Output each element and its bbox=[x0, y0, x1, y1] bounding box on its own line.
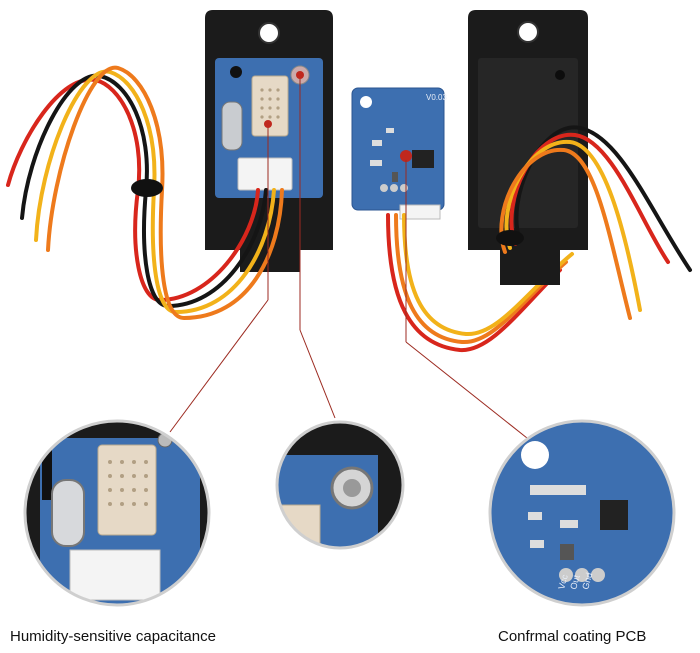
callout-markers bbox=[264, 71, 410, 160]
caption-humidity-capacitance: Humidity-sensitive capacitance bbox=[10, 628, 216, 645]
left-sensor-housing bbox=[205, 10, 333, 272]
caption-coating-pcb: Confrmal coating PCB bbox=[498, 628, 647, 645]
mounting-hole bbox=[517, 21, 539, 43]
leader-lines bbox=[169, 75, 528, 439]
crystal bbox=[221, 101, 243, 151]
pcb-version-label: V0.03 bbox=[426, 93, 447, 102]
pin-label-vcc: Vcc bbox=[556, 573, 570, 591]
right-wire-harness bbox=[496, 125, 692, 320]
zoom-screw-mount bbox=[275, 420, 405, 550]
right-empty-housing bbox=[468, 10, 588, 285]
mounting-hole bbox=[258, 22, 280, 44]
zoom-coated-pcb: Gnd Out Vcc V0.03 bbox=[488, 419, 676, 607]
pin-label-out: Out bbox=[568, 573, 582, 590]
zoom-version-label: V0.03 bbox=[640, 432, 664, 442]
coated-pcb: V0.03 bbox=[351, 87, 447, 220]
zoom-humidity-sensor bbox=[23, 419, 211, 607]
pin-label-gnd: Gnd bbox=[580, 571, 594, 590]
middle-wire-harness bbox=[386, 213, 574, 353]
wire-connector bbox=[237, 157, 293, 191]
left-wire-harness bbox=[6, 65, 284, 321]
